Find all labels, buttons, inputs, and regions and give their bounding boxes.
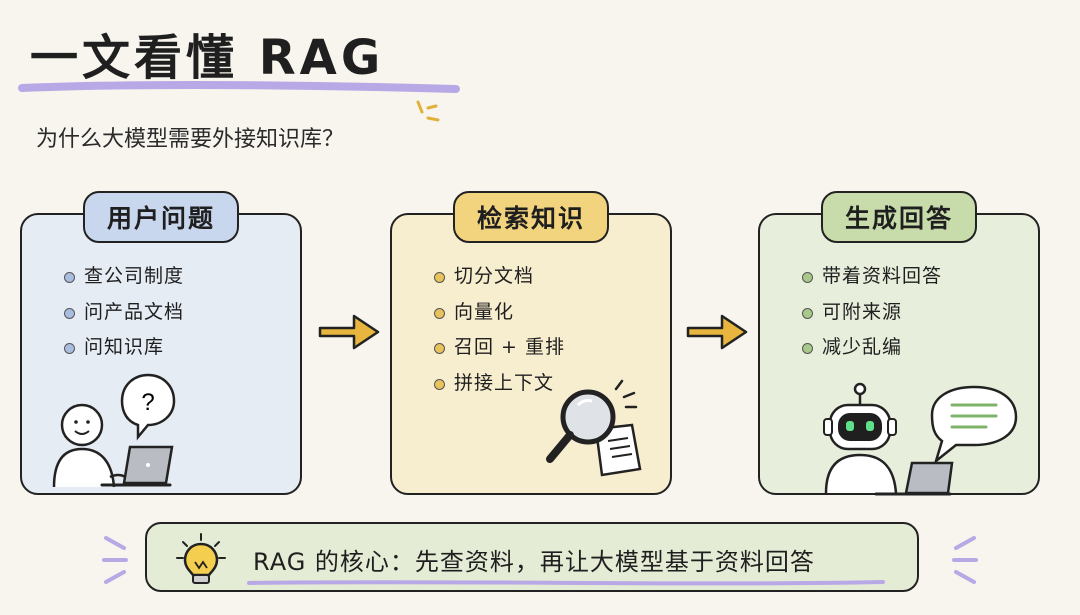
summary-text: RAG 的核心：先查资料，再让大模型基于资料回答 <box>253 548 815 576</box>
lightbulb-icon <box>176 533 226 584</box>
list-item: 向量化 <box>434 295 565 331</box>
card-item-list: 带着资料回答 可附来源 减少乱编 <box>802 259 942 366</box>
bullet-dot <box>434 307 445 319</box>
item-label: 带着资料回答 <box>822 265 943 287</box>
user-laptop-illustration: ? <box>52 373 176 488</box>
list-item: 问知识库 <box>64 330 184 366</box>
decorative-strokes-right <box>952 536 978 584</box>
summary-banner: RAG 的核心：先查资料，再让大模型基于资料回答 <box>145 522 919 592</box>
page-subtitle: 为什么大模型需要外接知识库？ <box>36 127 345 152</box>
bullet-dot <box>802 272 813 283</box>
item-label: 问知识库 <box>84 336 165 358</box>
item-label: 查公司制度 <box>84 265 185 287</box>
arrow-right-icon <box>686 314 748 350</box>
magnifier-document-illustration <box>546 379 642 477</box>
card-generate-answer: 生成回答 带着资料回答 可附来源 减少乱编 <box>758 191 1040 496</box>
list-item: 带着资料回答 <box>802 259 942 295</box>
bullet-dot <box>434 272 445 283</box>
list-item: 召回 + 重排 <box>434 330 565 366</box>
item-label: 可附来源 <box>822 300 903 323</box>
item-label: 问产品文档 <box>84 300 185 323</box>
card-title: 检索知识 <box>452 191 610 243</box>
sparkle-icon <box>416 100 440 122</box>
speech-bubble-icon <box>120 373 176 441</box>
list-item: 可附来源 <box>802 295 942 331</box>
item-label: 减少乱编 <box>822 336 903 358</box>
question-mark-icon: ? <box>141 389 154 416</box>
bullet-dot <box>64 343 75 354</box>
arrow-right-icon <box>318 314 380 350</box>
decorative-strokes-left <box>102 536 128 584</box>
title-underline <box>18 81 460 93</box>
bullet-dot <box>802 307 813 319</box>
document-icon <box>594 423 642 477</box>
list-item: 拼接上下文 <box>434 366 565 402</box>
page-title: 一文看懂 RAG <box>30 30 385 86</box>
card-title: 用户问题 <box>82 191 240 243</box>
card-user-question: 用户问题 查公司制度 问产品文档 问知识库 ? <box>20 191 302 495</box>
bullet-dot <box>802 343 813 354</box>
bullet-dot <box>64 272 75 283</box>
item-label: 拼接上下文 <box>454 371 555 394</box>
magnifier-icon <box>560 389 616 445</box>
list-item: 问产品文档 <box>64 295 184 331</box>
item-label: 向量化 <box>454 300 515 323</box>
card-item-list: 切分文档 向量化 召回 + 重排 拼接上下文 <box>434 259 565 401</box>
robot-laptop-illustration <box>823 382 1018 496</box>
person-icon <box>60 403 104 447</box>
card-retrieve-knowledge: 检索知识 切分文档 向量化 召回 + 重排 拼接上下文 <box>390 191 672 495</box>
list-item: 减少乱编 <box>802 330 942 366</box>
bullet-dot <box>434 343 445 354</box>
laptop-icon <box>904 461 954 495</box>
bullet-dot <box>434 378 445 390</box>
item-label: 召回 + 重排 <box>454 336 565 358</box>
chat-bubble-icon <box>930 385 1018 465</box>
list-item: 切分文档 <box>434 259 565 295</box>
item-label: 切分文档 <box>454 265 535 287</box>
card-title: 生成回答 <box>820 191 978 243</box>
summary-underline <box>247 580 885 586</box>
list-item: 查公司制度 <box>64 259 184 295</box>
card-item-list: 查公司制度 问产品文档 问知识库 <box>64 259 184 366</box>
bullet-dot <box>64 307 75 319</box>
